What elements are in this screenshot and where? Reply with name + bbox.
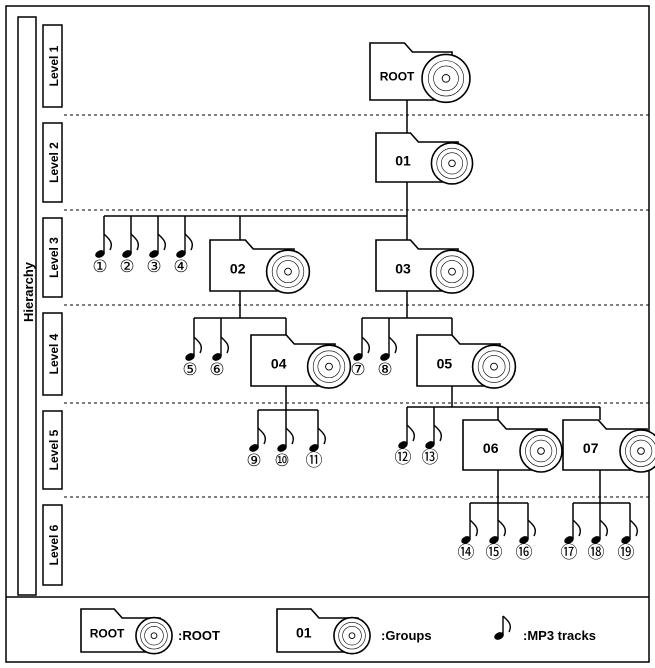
level-label-box	[42, 410, 63, 490]
music-note-icon	[185, 336, 203, 361]
music-note-icon	[277, 427, 295, 452]
level-label-box	[42, 122, 63, 203]
group-folder-icon: 07	[562, 419, 655, 473]
music-note-icon	[519, 519, 537, 544]
music-note-icon	[489, 519, 507, 544]
group-folder-icon: 03	[375, 239, 475, 294]
disc-icon	[471, 344, 517, 389]
folder-label: 02	[230, 261, 246, 277]
disc-icon	[135, 616, 173, 655]
music-note-icon	[494, 615, 512, 640]
level-label: Level 6	[47, 524, 61, 565]
folder-label: 05	[437, 356, 453, 372]
hierarchy-label: Hierarchy	[21, 261, 36, 322]
folder-label: 04	[271, 356, 287, 372]
group-folder-icon: 05	[416, 334, 517, 389]
disc-icon	[430, 142, 474, 185]
folder-label: 06	[483, 440, 499, 456]
track-number: ⑨	[246, 451, 261, 470]
level-label: Level 2	[47, 142, 61, 183]
group-folder-icon: 02	[209, 239, 311, 294]
track-number: ①	[92, 257, 107, 276]
music-note-icon	[176, 233, 194, 258]
group-folder-icon: 04	[250, 334, 352, 389]
folder-label: 01	[395, 152, 411, 168]
level-label: Level 3	[47, 237, 61, 278]
disc-icon	[429, 249, 475, 294]
folder-label: 01	[296, 624, 312, 640]
music-note-icon	[309, 427, 327, 452]
disc-icon	[421, 53, 471, 104]
track-number: ⑭	[458, 543, 475, 562]
music-note-icon	[461, 519, 479, 544]
disc-icon	[619, 429, 655, 473]
track-number: ⑥	[209, 360, 224, 379]
group-folder-icon: 01	[375, 132, 474, 185]
track-number: ⑤	[182, 360, 197, 379]
track-number: ⑦	[350, 360, 365, 379]
group-folder-icon: ROOT	[80, 608, 173, 655]
music-note-icon	[149, 233, 167, 258]
track-number: ②	[119, 257, 134, 276]
folder-label: 07	[583, 440, 599, 456]
level-label-box	[42, 217, 63, 298]
level-label: Level 1	[47, 45, 61, 86]
level-label-box	[42, 24, 63, 108]
track-number: ⑰	[561, 543, 578, 562]
disc-icon	[306, 344, 352, 389]
music-note-icon	[380, 336, 398, 361]
folder-label: ROOT	[380, 70, 415, 84]
legend-root-text: :ROOT	[178, 628, 220, 643]
music-note-icon	[621, 519, 639, 544]
legend: ROOT :ROOT 01 :Groups :MP3 tracks	[80, 608, 596, 655]
music-note-icon	[398, 424, 416, 449]
music-note-icon	[212, 336, 230, 361]
folder-label: 03	[395, 261, 411, 277]
level-label: Level 4	[47, 333, 61, 374]
legend-tracks-text: :MP3 tracks	[523, 628, 596, 643]
level-label-box	[42, 504, 63, 586]
track-number: ⑱	[588, 543, 605, 562]
disc-icon	[333, 616, 371, 655]
track-number: ⑬	[422, 448, 439, 467]
music-note-icon	[425, 424, 443, 449]
group-folder-icon: 06	[462, 419, 563, 473]
group-folder-icon: 01	[276, 608, 371, 655]
disc-icon	[265, 249, 311, 294]
level-label: Level 5	[47, 429, 61, 470]
legend-groups-text: :Groups	[381, 628, 432, 643]
track-number: ⑲	[618, 543, 635, 562]
diagram-frame	[5, 5, 650, 663]
track-number: ⑪	[306, 451, 323, 470]
level-label-box	[42, 312, 63, 396]
music-note-icon	[564, 519, 582, 544]
hierarchy-bar	[17, 16, 37, 596]
music-note-icon	[249, 427, 267, 452]
track-number: ⑯	[516, 543, 533, 562]
track-number: ⑧	[377, 360, 392, 379]
track-number: ⑫	[395, 448, 412, 467]
disc-icon	[519, 429, 563, 473]
track-number: ③	[146, 257, 161, 276]
track-number: ⑮	[486, 543, 503, 562]
folder-label: ROOT	[90, 626, 125, 640]
music-note-icon	[591, 519, 609, 544]
track-number: ⑩	[274, 451, 289, 470]
music-note-icon	[353, 336, 371, 361]
music-note-icon	[95, 233, 113, 258]
track-number: ④	[173, 257, 188, 276]
group-folder-icon: ROOT	[369, 42, 471, 104]
music-note-icon	[122, 233, 140, 258]
